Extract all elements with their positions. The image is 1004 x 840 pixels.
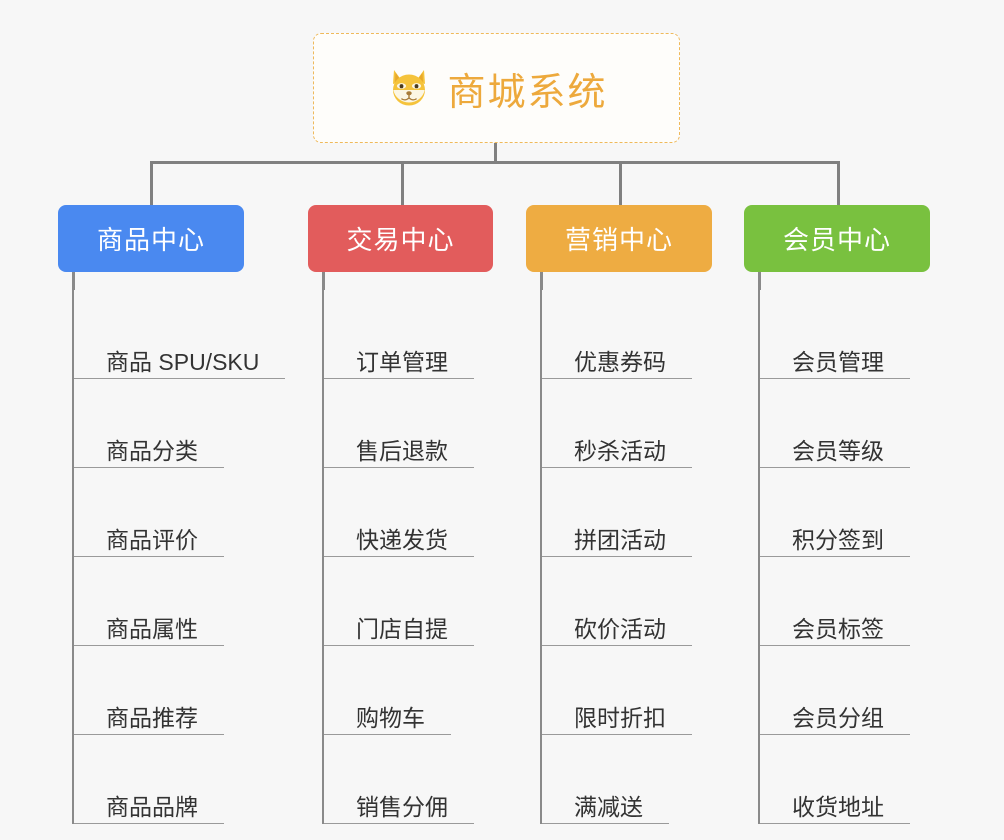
list-item[interactable]: 拼团活动 [542, 468, 692, 557]
leaf-label: 秒杀活动 [574, 438, 666, 464]
leaf-label: 拼团活动 [574, 527, 666, 553]
list-item[interactable]: 商品推荐 [74, 646, 224, 735]
connector-category-stem-1 [72, 272, 75, 290]
list-item[interactable]: 会员等级 [760, 379, 910, 468]
leaf-label: 快递发货 [356, 527, 448, 553]
list-item[interactable]: 积分签到 [760, 468, 910, 557]
leaf-label: 商品推荐 [106, 705, 198, 731]
leaf-label: 售后退款 [356, 438, 448, 464]
list-item[interactable]: 收货地址 [760, 735, 910, 824]
leaf-label: 商品评价 [106, 527, 198, 553]
connector-drop-2 [401, 161, 404, 205]
leaf-label: 积分签到 [792, 527, 884, 553]
list-item[interactable]: 满减送 [542, 735, 669, 824]
leaf-label: 商品 SPU/SKU [106, 349, 260, 375]
leaf-label: 商品分类 [106, 438, 198, 464]
leaf-list-member: 会员管理 会员等级 积分签到 会员标签 会员分组 收货地址 [758, 290, 910, 824]
category-column-product: 商品中心 [58, 205, 244, 272]
category-label: 交易中心 [346, 225, 455, 255]
connector-drop-4 [837, 161, 840, 205]
list-item[interactable]: 会员分组 [760, 646, 910, 735]
connector-horizontal-bus [150, 161, 839, 164]
leaf-label: 会员分组 [792, 705, 884, 731]
page-title: 商城系统 [447, 71, 608, 114]
leaf-label: 会员等级 [792, 438, 884, 464]
connector-category-stem-3 [540, 272, 543, 290]
leaf-label: 门店自提 [356, 616, 448, 642]
connector-drop-1 [150, 161, 153, 205]
leaf-label: 满减送 [574, 794, 643, 820]
list-item[interactable]: 秒杀活动 [542, 379, 692, 468]
list-item[interactable]: 限时折扣 [542, 646, 692, 735]
list-item[interactable]: 会员管理 [760, 290, 910, 379]
category-label: 营销中心 [564, 225, 673, 255]
list-item[interactable]: 门店自提 [324, 557, 474, 646]
category-label: 商品中心 [96, 225, 205, 255]
list-item[interactable]: 商品分类 [74, 379, 224, 468]
list-item[interactable]: 优惠券码 [542, 290, 692, 379]
category-node-product[interactable]: 商品中心 [58, 205, 244, 272]
leaf-label: 会员标签 [792, 616, 884, 642]
leaf-label: 砍价活动 [574, 616, 666, 642]
connector-category-stem-2 [322, 272, 325, 290]
category-node-member[interactable]: 会员中心 [744, 205, 930, 272]
category-column-marketing: 营销中心 [526, 205, 712, 272]
connector-drop-3 [619, 161, 622, 205]
category-node-trade[interactable]: 交易中心 [308, 205, 493, 272]
leaf-label: 订单管理 [356, 349, 448, 375]
category-label: 会员中心 [782, 225, 891, 255]
list-item[interactable]: 快递发货 [324, 468, 474, 557]
list-item[interactable]: 砍价活动 [542, 557, 692, 646]
leaf-label: 销售分佣 [356, 794, 448, 820]
list-item[interactable]: 销售分佣 [324, 735, 474, 824]
list-item[interactable]: 商品 SPU/SKU [74, 290, 286, 379]
leaf-label: 收货地址 [792, 794, 884, 820]
list-item[interactable]: 商品评价 [74, 468, 224, 557]
list-item[interactable]: 会员标签 [760, 557, 910, 646]
leaf-label: 商品属性 [106, 616, 198, 642]
leaf-label: 会员管理 [792, 349, 884, 375]
leaf-label: 购物车 [356, 705, 425, 731]
leaf-list-marketing: 优惠券码 秒杀活动 拼团活动 砍价活动 限时折扣 满减送 [540, 290, 692, 824]
leaf-label: 优惠券码 [574, 349, 666, 375]
category-column-trade: 交易中心 [308, 205, 493, 272]
root-node[interactable]: 商城系统 [313, 33, 680, 143]
category-node-marketing[interactable]: 营销中心 [526, 205, 712, 272]
list-item[interactable]: 售后退款 [324, 379, 474, 468]
list-item[interactable]: 购物车 [324, 646, 451, 735]
leaf-list-trade: 订单管理 售后退款 快递发货 门店自提 购物车 销售分佣 [322, 290, 474, 824]
dog-face-icon [385, 64, 433, 112]
list-item[interactable]: 商品品牌 [74, 735, 224, 824]
connector-root-stem [494, 143, 497, 163]
leaf-label: 商品品牌 [106, 794, 198, 820]
leaf-label: 限时折扣 [574, 705, 666, 731]
list-item[interactable]: 订单管理 [324, 290, 474, 379]
list-item[interactable]: 商品属性 [74, 557, 224, 646]
category-column-member: 会员中心 [744, 205, 930, 272]
connector-category-stem-4 [758, 272, 761, 290]
leaf-list-product: 商品 SPU/SKU 商品分类 商品评价 商品属性 商品推荐 商品品牌 [72, 290, 286, 824]
